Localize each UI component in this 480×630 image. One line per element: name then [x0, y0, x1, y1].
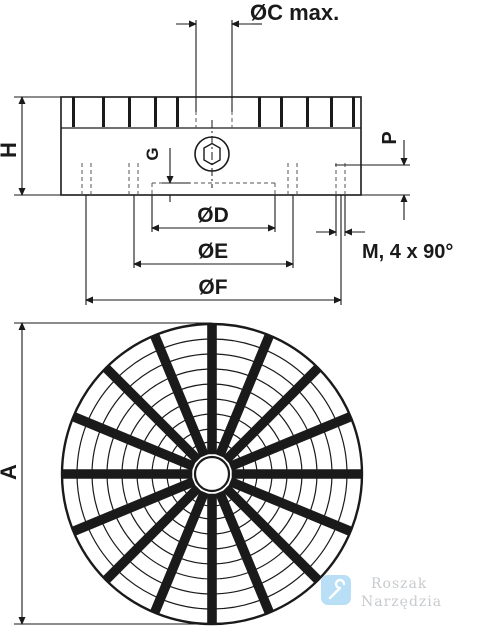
dim-f-label: ØF: [198, 276, 227, 299]
radial-t-slot: [222, 364, 322, 464]
dim-e-label: ØE: [198, 240, 228, 263]
recess-hidden: [151, 182, 276, 195]
dimension-lines: [14, 20, 410, 625]
watermark-line1: Roszak: [371, 576, 427, 592]
radial-t-slot: [102, 484, 202, 584]
adjust-screw-socket: [194, 120, 230, 188]
watermark-logo: Roszak Narzędzia: [321, 575, 442, 610]
wrench-icon-bg: [321, 575, 351, 605]
radial-t-slot: [215, 490, 274, 615]
radial-t-slot: [215, 333, 274, 458]
radial-t-slot: [207, 323, 217, 455]
radial-t-slot: [61, 469, 193, 479]
radial-t-slot: [71, 412, 196, 471]
dim-m-label: M, 4 x 90°: [362, 241, 453, 263]
radial-t-slot: [231, 469, 363, 479]
top-view: [60, 322, 364, 626]
radial-t-slot: [102, 364, 202, 464]
center-bore: [193, 455, 231, 493]
center-bore-hidden: [195, 97, 233, 128]
side-view: [60, 96, 362, 196]
radial-t-slot: [71, 477, 196, 536]
radial-t-slot: [150, 490, 209, 615]
radial-t-slot: [222, 484, 322, 584]
radial-t-slot: [228, 412, 353, 471]
radial-t-slot: [207, 493, 217, 625]
dim-g-label: G: [143, 147, 162, 160]
t-slots: [72, 97, 355, 127]
dim-h-label: H: [0, 142, 21, 158]
radial-t-slot: [228, 477, 353, 536]
mounting-holes-hidden: [81, 163, 346, 195]
dim-p-label: P: [379, 131, 401, 144]
chuck-body-outline: [60, 96, 362, 196]
dim-a-label: A: [0, 464, 21, 480]
dim-d-label: ØD: [197, 204, 229, 227]
radial-t-slot: [150, 333, 209, 458]
wrench-icon: [328, 578, 346, 600]
dim-c-label: ØC max.: [250, 0, 339, 25]
watermark-line2: Narzędzia: [361, 594, 442, 610]
